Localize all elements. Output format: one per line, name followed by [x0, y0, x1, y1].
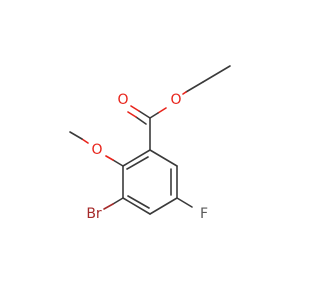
ring-double-c3-c4 [127, 195, 150, 209]
bond-c3-br [112, 197, 124, 205]
molecule-canvas: O O O Br F [69, 65, 231, 222]
bond-omethoxy-ch3-red [81, 138, 89, 144]
atom-o-carbonyl: O [117, 92, 128, 108]
ring-c1-c2 [122, 149, 151, 167]
bond-c2-omethoxy [112, 159, 124, 167]
atom-br: Br [86, 206, 102, 222]
bond-c-ocarbonyl-2-red [127, 111, 137, 118]
bond-ch2-oester-red [182, 91, 187, 95]
ring-c3-c4 [122, 197, 151, 215]
bond-oester-c [157, 107, 167, 114]
bond-c2-omethoxy-red [105, 155, 114, 161]
atom-labels: O O O Br F [86, 92, 208, 222]
bond-c5-f [176, 197, 193, 208]
atom-o-ester: O [170, 92, 181, 108]
atom-o-methoxy: O [91, 142, 102, 158]
ring-c6-c1 [149, 149, 178, 167]
bond-omethoxy-ch3 [69, 131, 83, 140]
bond-c-ocarbonyl-2 [135, 116, 147, 125]
atom-f: F [200, 206, 208, 222]
bond-c-ocarbonyl-1 [138, 110, 151, 119]
bond-ch3-ch2 [202, 65, 231, 83]
bond-c-ocarbonyl-1-red [130, 105, 140, 112]
bonds [69, 65, 231, 215]
ring-c4-c5 [149, 197, 178, 215]
bond-oester-c-dark [149, 112, 159, 119]
bond-ch2-oester [185, 81, 204, 93]
ring-double-c1-c2 [126, 156, 149, 170]
bond-c3-br-red [103, 203, 114, 210]
